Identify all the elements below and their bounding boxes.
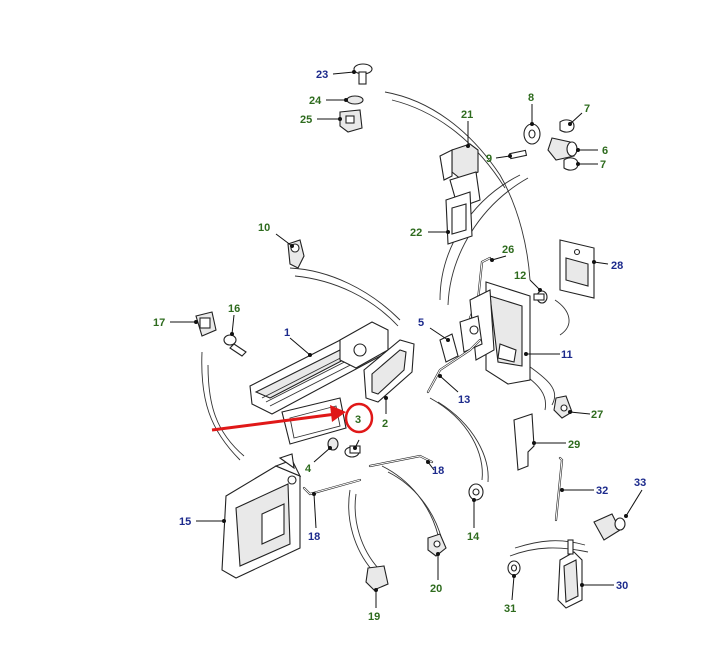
label-26: 26 [502,244,514,256]
label-24: 24 [309,95,322,107]
label-28: 28 [611,260,623,272]
part-23-screw [353,63,373,85]
label-5: 5 [418,317,424,329]
label-14: 14 [467,531,480,543]
part-12-screw [533,290,548,304]
label-27: 27 [591,409,603,421]
label-33: 33 [634,477,646,489]
part-20-clip [427,533,447,557]
label-7-top: 7 [584,103,590,115]
part-14-clip [468,483,484,501]
part-30-actuator [557,539,583,609]
part-13-rod [426,338,482,394]
label-9: 9 [486,153,492,165]
part-24-washer [346,95,364,105]
part-6-lock-barrel [547,137,578,161]
part-27-fastener [553,395,573,419]
part-9-screw [509,149,528,160]
label-11: 11 [561,349,573,361]
label-31: 31 [504,603,516,615]
part-2-handle-bezel [363,339,415,403]
label-16: 16 [228,303,240,315]
label-10: 10 [258,222,270,234]
part-19-clip [365,565,389,591]
label-25: 25 [300,114,312,126]
part-labels: 23 24 25 21 22 8 7 9 6 7 10 26 28 12 17 … [153,69,646,623]
part-3-screw [344,445,361,458]
part-32-rod [554,456,564,522]
label-6: 6 [602,145,608,157]
leader-lines [170,71,643,608]
label-2: 2 [382,418,388,430]
highlight-arrow-line [211,412,337,432]
label-15: 15 [179,516,191,528]
part-33-connector [593,513,626,541]
label-17: 17 [153,317,165,329]
label-32: 32 [596,485,608,497]
label-18-lower: 18 [308,531,320,543]
label-1: 1 [284,327,290,339]
label-23: 23 [316,69,328,81]
label-29: 29 [568,439,580,451]
label-13: 13 [458,394,470,406]
part-11-latch-mechanism [459,281,531,385]
label-12: 12 [514,270,526,282]
label-22: 22 [410,227,422,239]
label-3: 3 [355,414,361,426]
door-trim-section [281,397,347,445]
part-15-inner-handle-housing [221,453,302,579]
part-18-rod-upper [368,454,434,468]
part-28-striker-plate [559,239,595,299]
cable-lines [201,91,589,571]
leader-dots [194,70,628,592]
label-7-bottom: 7 [600,159,606,171]
part-22-bracket [445,191,473,245]
label-20: 20 [430,583,442,595]
highlight-annotation [211,402,374,434]
label-30: 30 [616,580,628,592]
part-31-grommet [507,560,521,576]
part-17-clip [195,311,217,337]
part-8-washer [523,123,541,145]
label-8: 8 [528,92,534,104]
highlight-arrow-head [330,405,346,422]
label-4: 4 [305,463,312,475]
label-19: 19 [368,611,380,623]
part-18-rod-lower [302,478,362,496]
part-29-bracket [513,413,535,471]
label-18-upper: 18 [432,465,444,477]
label-21: 21 [461,109,473,121]
highlight-circle [344,402,374,434]
part-16-screw [223,334,247,357]
part-5-link [439,333,459,363]
part-1-door-handle [249,321,389,415]
part-25-clip [339,109,363,133]
part-7-clip-bottom [563,157,579,171]
